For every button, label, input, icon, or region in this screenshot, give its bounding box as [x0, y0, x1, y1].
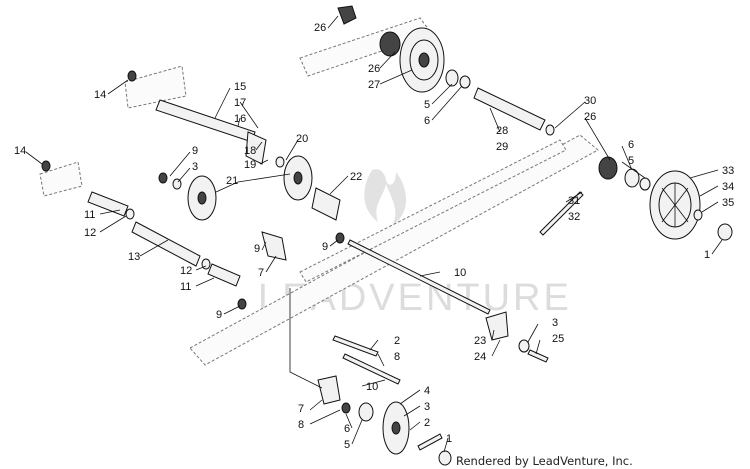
callout-33: 33 — [722, 165, 734, 177]
callout-26a: 26 — [314, 22, 326, 34]
callout-14a: 14 — [94, 89, 106, 101]
callout-9c: 9 — [322, 241, 328, 253]
callout-4: 4 — [424, 385, 430, 397]
callout-7b: 7 — [298, 403, 304, 415]
callout-12b: 12 — [180, 265, 192, 277]
bolt-2-mid — [332, 335, 379, 357]
callout-9a: 9 — [192, 145, 198, 157]
callout-35: 35 — [722, 197, 734, 209]
bolt-10-upper — [347, 239, 491, 315]
brackets-and-bolts — [237, 231, 549, 466]
callout-6b: 6 — [628, 139, 634, 151]
main-rail — [189, 134, 599, 366]
tube-11-lower — [207, 263, 241, 287]
callout-10a: 10 — [454, 267, 466, 279]
callout-5c: 5 — [344, 439, 350, 451]
callout-26c: 26 — [584, 111, 596, 123]
callout-18: 18 — [244, 145, 256, 157]
axle-28 — [473, 87, 546, 131]
left-rail-stubs — [39, 65, 187, 197]
callout-24: 24 — [474, 351, 486, 363]
callout-34: 34 — [722, 181, 734, 193]
callout-6a: 6 — [424, 115, 430, 127]
tube-13 — [131, 221, 201, 267]
callout-7a: 7 — [258, 267, 264, 279]
top-hub-26 — [337, 5, 357, 25]
callout-3c: 3 — [424, 401, 430, 413]
callout-5b: 5 — [628, 155, 634, 167]
leader-lines — [25, 15, 723, 453]
bracket-24 — [485, 311, 509, 341]
callout-31: 31 — [568, 195, 580, 207]
callout-11a: 11 — [84, 209, 95, 221]
callout-1b: 1 — [446, 433, 452, 445]
callout-22: 22 — [350, 171, 362, 183]
callout-11b: 11 — [180, 281, 191, 293]
callout-14b: 14 — [14, 145, 26, 157]
callout-13: 13 — [128, 251, 140, 263]
callout-6c: 6 — [344, 423, 350, 435]
callout-17: 17 — [234, 97, 246, 109]
callout-16: 16 — [234, 113, 246, 125]
callout-26b: 26 — [368, 63, 380, 75]
callout-9b: 9 — [254, 243, 260, 255]
callout-20: 20 — [296, 133, 308, 145]
top-idler-assembly — [337, 5, 555, 136]
callout-5a: 5 — [424, 99, 430, 111]
callout-2a: 2 — [394, 335, 400, 347]
callout-3b: 3 — [552, 317, 558, 329]
callout-15: 15 — [234, 81, 246, 93]
callout-12a: 12 — [84, 227, 96, 239]
credit-text: Rendered by LeadVenture, Inc. — [456, 454, 633, 468]
bolt-31 — [539, 191, 584, 236]
bracket-7-upper — [261, 231, 287, 261]
callout-19: 19 — [244, 159, 256, 171]
callout-23: 23 — [474, 335, 486, 347]
callout-10b: 10 — [366, 381, 378, 393]
callout-27: 27 — [368, 79, 380, 91]
callout-30: 30 — [584, 95, 596, 107]
callout-3a: 3 — [192, 161, 198, 173]
callout-1a: 1 — [704, 249, 710, 261]
callout-29: 29 — [496, 141, 508, 153]
callout-32: 32 — [568, 211, 580, 223]
right-idler-assembly — [539, 156, 733, 241]
callout-25: 25 — [552, 333, 564, 345]
callout-8b: 8 — [298, 419, 304, 431]
callout-8a: 8 — [394, 351, 400, 363]
callout-2b: 2 — [424, 417, 430, 429]
callout-28: 28 — [496, 125, 508, 137]
bolt-10-lower — [342, 353, 401, 385]
callout-labels: 26 26 27 5 6 28 29 30 26 6 5 33 34 35 1 … — [14, 22, 734, 451]
callout-9d: 9 — [216, 309, 222, 321]
bracket-7-lower — [317, 375, 341, 405]
spacer-22 — [311, 187, 341, 221]
callout-21: 21 — [226, 175, 238, 187]
mid-idler-wheels — [187, 155, 341, 221]
